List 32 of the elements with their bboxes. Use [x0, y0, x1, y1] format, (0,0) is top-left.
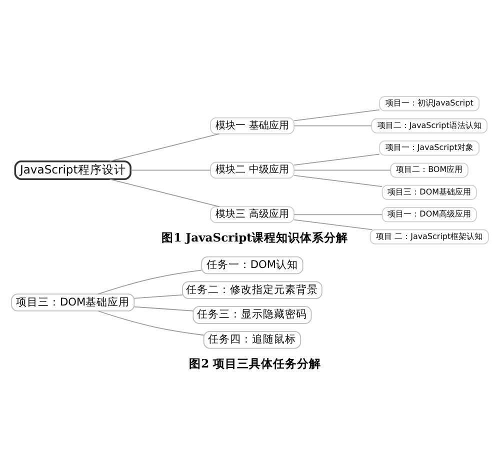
connector — [294, 108, 380, 121]
connector — [294, 214, 382, 215]
connector — [130, 169, 211, 170]
label: 图1 JavaScript课程知识体系分解 — [162, 230, 348, 244]
node-box: 项目二：BOM应用 — [390, 162, 468, 178]
connector — [294, 153, 380, 165]
connector — [294, 218, 373, 230]
node-box: 项目一：DOM高级应用 — [382, 206, 477, 222]
connector — [98, 310, 204, 336]
connector — [294, 174, 382, 186]
node-box: 任务四：追随鼠标 — [203, 330, 302, 348]
node-box: 项目二：JavaScript语法认知 — [371, 118, 488, 133]
connector — [109, 132, 220, 162]
connector — [134, 294, 183, 298]
node-box: 项目三：DOM基础应用 — [11, 293, 135, 311]
node-box: 项目一：初识JavaScript — [379, 96, 480, 111]
node-box: 任务二：修改指定元素背景 — [182, 280, 322, 298]
node-box: 模块三 高级应用 — [210, 206, 294, 223]
connector — [134, 306, 194, 311]
node-box: 项目 二：JavaScript框架认知 — [370, 228, 489, 244]
connector — [294, 124, 372, 126]
node-box: 项目三：DOM基础应用 — [382, 184, 477, 200]
connector — [98, 269, 202, 294]
node-box: 模块二 中级应用 — [210, 161, 294, 178]
node-box: JavaScript程序设计 — [14, 160, 132, 180]
node-box: 模块一 基础应用 — [210, 116, 294, 134]
connector — [294, 169, 392, 170]
node-box: 任务三：显示隐藏密码 — [192, 306, 312, 324]
label: 图2 项目三具体任务分解 — [189, 356, 322, 370]
connector — [109, 178, 220, 207]
node-box: 项目一：JavaScript对象 — [379, 140, 480, 156]
node-box: 任务一：DOM认知 — [201, 256, 304, 274]
